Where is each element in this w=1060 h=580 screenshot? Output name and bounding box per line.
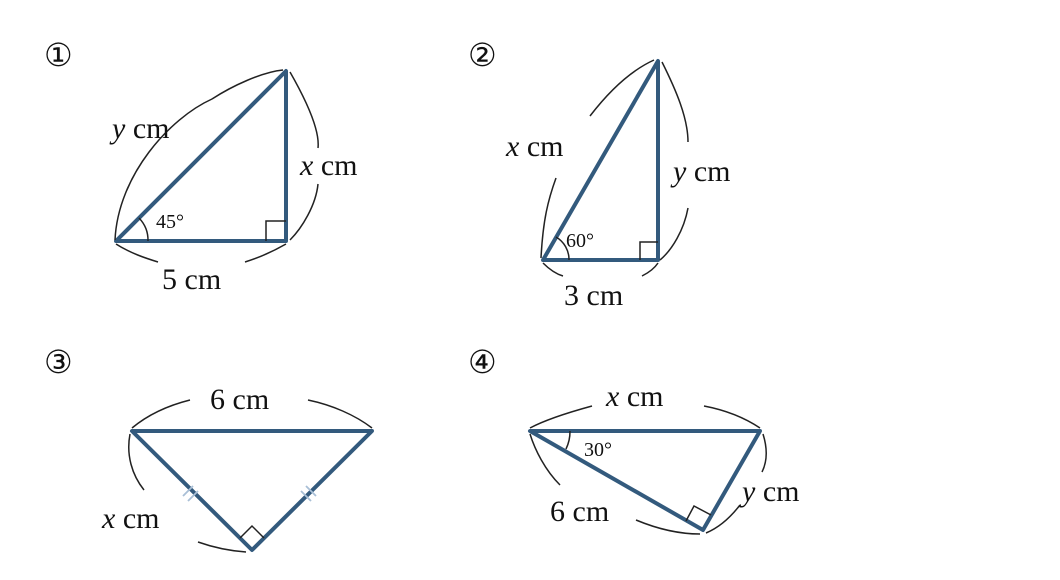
- problem-2-base-label: 3 cm: [564, 279, 623, 312]
- problem-1-leg-label: x cm: [299, 149, 357, 182]
- problem-4: ④ x cm 30° 6 cm y cm: [468, 343, 799, 535]
- problem-3-left-label: x cm: [101, 502, 159, 535]
- problem-3-left-brace: [128, 433, 247, 553]
- problem-3-right-angle-mark: [239, 524, 265, 539]
- problem-2-angle-label: 60°: [566, 230, 594, 252]
- problem-1-triangle: [114, 69, 288, 243]
- problem-4-angle-arc: [565, 430, 571, 450]
- problem-1-angle-arc: [138, 217, 149, 242]
- problem-2-number: ②: [468, 36, 497, 74]
- problem-2-angle-arc: [555, 236, 570, 261]
- problem-2-hypotenuse-brace: [540, 59, 655, 259]
- problem-2-leg-brace: [659, 61, 689, 261]
- problem-4-top-brace: [529, 405, 761, 429]
- problem-4-angle-label: 30°: [584, 439, 612, 461]
- problem-3-top-label: 6 cm: [210, 383, 269, 416]
- problem-4-right-brace: [705, 433, 767, 534]
- problem-2-triangle: [541, 59, 660, 262]
- problem-3: ③ 6 cm x cm: [44, 343, 374, 553]
- problem-1-angle-label: 45°: [156, 211, 184, 233]
- problem-3-number: ③: [44, 343, 73, 381]
- problem-1: ① y cm x cm 5 cm 45°: [44, 36, 357, 296]
- problem-1-leg-brace: [289, 71, 319, 241]
- problem-4-top-label: x cm: [605, 380, 663, 413]
- problem-4-right-angle-mark: [685, 504, 712, 522]
- problem-3-top-brace: [131, 399, 373, 429]
- problem-3-triangle: [130, 429, 374, 552]
- problem-2-hyp-label: x cm: [505, 130, 563, 163]
- problem-2-right-angle-mark: [639, 241, 658, 260]
- problem-2-leg-label: y cm: [670, 155, 730, 188]
- problem-1-hypotenuse-brace: [114, 69, 284, 241]
- problem-1-right-angle-mark: [265, 220, 286, 241]
- problem-3-tick-left: [182, 485, 199, 502]
- problem-1-hyp-label: y cm: [109, 112, 169, 145]
- problem-4-triangle: [528, 429, 762, 532]
- problem-2-base-brace: [542, 262, 659, 277]
- problem-1-base-label: 5 cm: [162, 263, 221, 296]
- problem-1-base-brace: [115, 243, 287, 263]
- problem-3-tick-right: [300, 485, 317, 502]
- problem-4-left-label: 6 cm: [550, 495, 609, 528]
- problem-1-number: ①: [44, 36, 73, 74]
- problem-4-number: ④: [468, 343, 497, 381]
- problem-4-left-brace: [529, 433, 701, 535]
- problem-4-right-label: y cm: [739, 475, 799, 508]
- problem-2: ② x cm y cm 3 cm 60°: [468, 36, 730, 312]
